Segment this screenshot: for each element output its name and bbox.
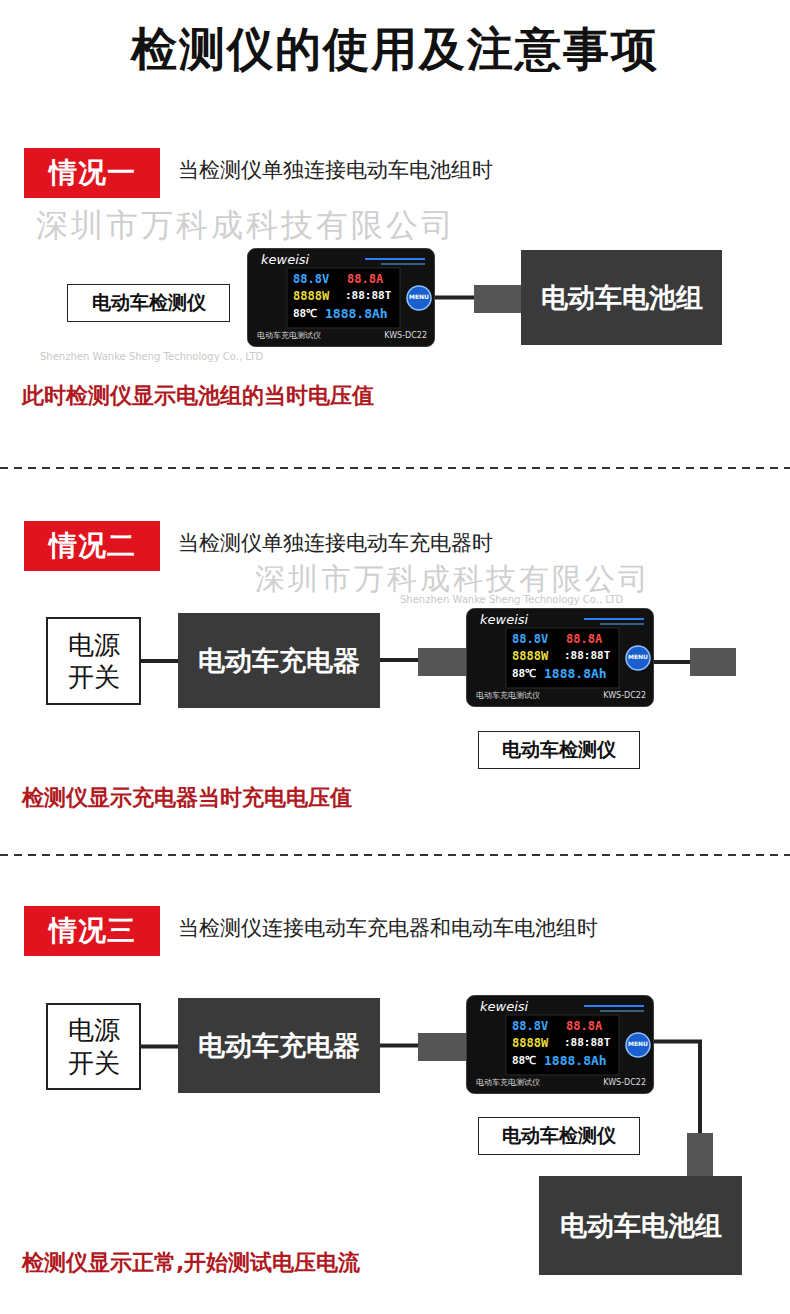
device-readout: KWS-DC22: [594, 1079, 646, 1088]
device-readout: KWS-DC22: [594, 692, 646, 701]
device-readout: MENU: [626, 1041, 650, 1048]
watermark-text: Shenzhen Wanke Sheng Technology Co., LTD: [40, 351, 263, 363]
name-tag: 电动车检测仪: [478, 1117, 640, 1155]
device-readout: 8888W: [512, 650, 548, 663]
cable-plug: [418, 648, 466, 676]
watermark-text: Shenzhen Wanke Sheng Technology Co., LTD: [400, 594, 623, 606]
device-readout: 88℃: [293, 308, 317, 320]
device-readout: keweisi: [480, 613, 528, 627]
node-label: 电源开关: [66, 629, 121, 694]
note-text: 当检测仪连接电动车充电器和电动车电池组时: [178, 916, 598, 941]
watermark-text: 深圳市万科成科技有限公司: [36, 206, 456, 244]
node-label: 情况二: [49, 527, 136, 565]
node-label: 电动车充电器: [198, 1028, 360, 1064]
cable-plug: [418, 1033, 466, 1061]
name-tag: 电动车检测仪: [67, 284, 230, 322]
device-readout: MENU: [626, 654, 650, 661]
section-divider: [0, 467, 790, 469]
cable-plug: [687, 1133, 713, 1176]
page-title: 检测仪的使用及注意事项: [0, 22, 790, 77]
name-tag: 电动车检测仪: [478, 731, 640, 769]
cable-plug: [690, 648, 736, 676]
device-readout: 88.8A: [566, 1020, 602, 1033]
device-readout: KWS-DC22: [375, 332, 427, 341]
node-label: 电动车检测仪: [92, 290, 206, 316]
component-box: 电动车充电器: [178, 613, 380, 708]
case-badge: 情况二: [24, 521, 160, 571]
node-label: 电动车电池组: [560, 1208, 722, 1244]
device-readout: 88℃: [512, 1055, 536, 1067]
note-text: 此时检测仪显示电池组的当时电压值: [22, 383, 374, 409]
case-badge: 情况三: [24, 906, 160, 956]
node-label: 电动车检测仪: [502, 737, 616, 763]
device-readout: 1888.8Ah: [544, 1054, 607, 1068]
device-readout: 88℃: [512, 668, 536, 680]
component-box: 电动车充电器: [178, 998, 380, 1093]
device-readout: 88.8A: [566, 633, 602, 646]
device-readout: 电动车充电测试仪: [476, 692, 540, 701]
node-label: 情况一: [49, 154, 136, 192]
note-text: 检测仪显示正常,开始测试电压电流: [22, 1250, 360, 1276]
component-box: 电动车电池组: [521, 250, 722, 345]
device-readout: 88.8V: [512, 633, 548, 646]
node-label: 电动车电池组: [541, 280, 703, 316]
device-readout: 88.8V: [293, 273, 329, 286]
tester-device: keweisi 88.8V 88.8A 8888W :88:88T 88℃ 1888.8Ah…: [466, 995, 654, 1094]
cable-connector: [141, 659, 178, 663]
cable-plug: [474, 285, 521, 313]
device-readout: MENU: [407, 294, 431, 301]
node-label: 电源开关: [66, 1014, 121, 1079]
device-readout: 8888W: [293, 290, 329, 303]
power-switch-box: 电源开关: [46, 617, 141, 705]
device-readout: 88.8V: [512, 1020, 548, 1033]
node-label: 情况三: [49, 912, 136, 950]
tester-device: keweisi 88.8V 88.8A 8888W :88:88T 88℃ 1888.8Ah…: [466, 608, 654, 707]
device-readout: :88:88T: [345, 290, 391, 302]
note-text: 当检测仪单独连接电动车充电器时: [178, 531, 493, 556]
device-readout: 电动车充电测试仪: [257, 332, 321, 341]
device-readout: keweisi: [480, 1000, 528, 1014]
node-label: 电动车检测仪: [502, 1123, 616, 1149]
case-badge: 情况一: [24, 148, 160, 198]
device-readout: 8888W: [512, 1037, 548, 1050]
power-switch-box: 电源开关: [46, 1003, 141, 1090]
note-text: 当检测仪单独连接电动车电池组时: [178, 158, 493, 183]
component-box: 电动车电池组: [539, 1176, 742, 1275]
device-readout: 1888.8Ah: [544, 667, 607, 681]
tester-device: keweisi 88.8V 88.8A 8888W :88:88T 88℃ 1888.8Ah…: [247, 248, 435, 347]
node-label: 电动车充电器: [198, 643, 360, 679]
device-readout: 88.8A: [347, 273, 383, 286]
note-text: 检测仪显示充电器当时充电电压值: [22, 785, 352, 811]
device-readout: 电动车充电测试仪: [476, 1079, 540, 1088]
device-readout: :88:88T: [564, 1037, 610, 1049]
watermark-text: 深圳市万科成科技有限公司: [255, 561, 651, 597]
section-divider: [0, 854, 790, 856]
device-readout: 1888.8Ah: [325, 307, 388, 321]
output-cable: [650, 660, 692, 664]
device-readout: keweisi: [261, 253, 309, 267]
device-readout: :88:88T: [564, 650, 610, 662]
cable-connector: [141, 1045, 178, 1049]
